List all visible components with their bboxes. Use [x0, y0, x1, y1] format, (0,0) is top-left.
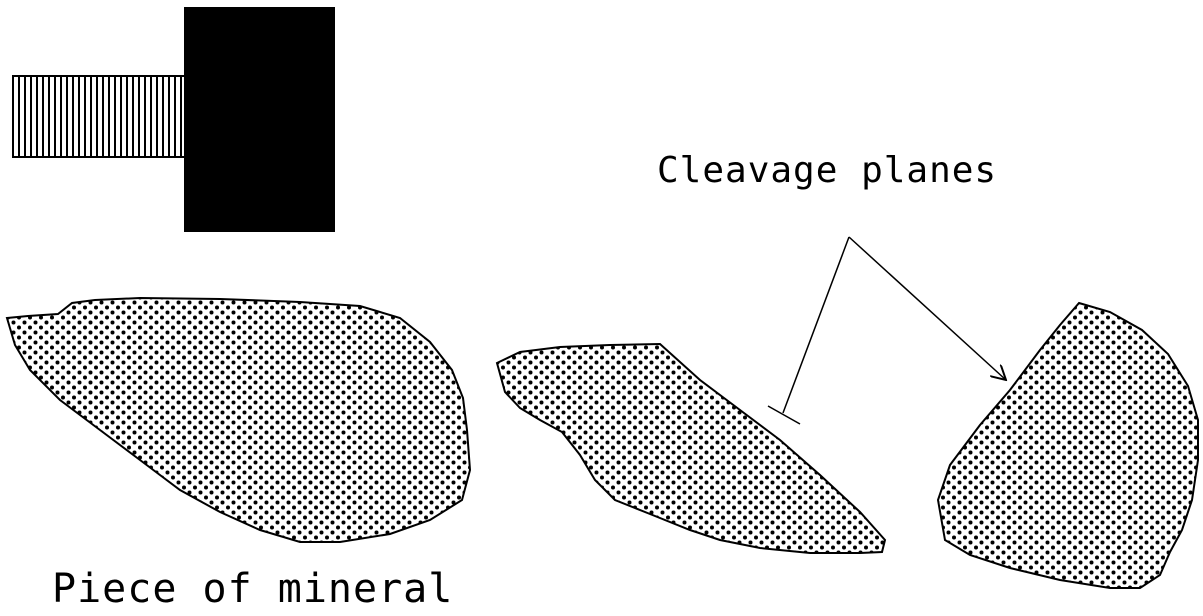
hammer-head: [184, 7, 335, 232]
piece-of-mineral-label: Piece of mineral: [52, 566, 453, 612]
hammer-handle: [13, 76, 186, 157]
mineral-piece-whole: [7, 298, 470, 542]
mineral-fragment-left: [497, 344, 885, 553]
arrow-to-left-fragment: [783, 237, 849, 413]
arrow-to-right-fragment: [849, 237, 1006, 380]
cleavage-arrows: [768, 237, 1006, 424]
mineral-fragment-right: [938, 303, 1198, 588]
cleavage-planes-label: Cleavage planes: [657, 150, 997, 191]
hammer-icon: [13, 7, 335, 232]
